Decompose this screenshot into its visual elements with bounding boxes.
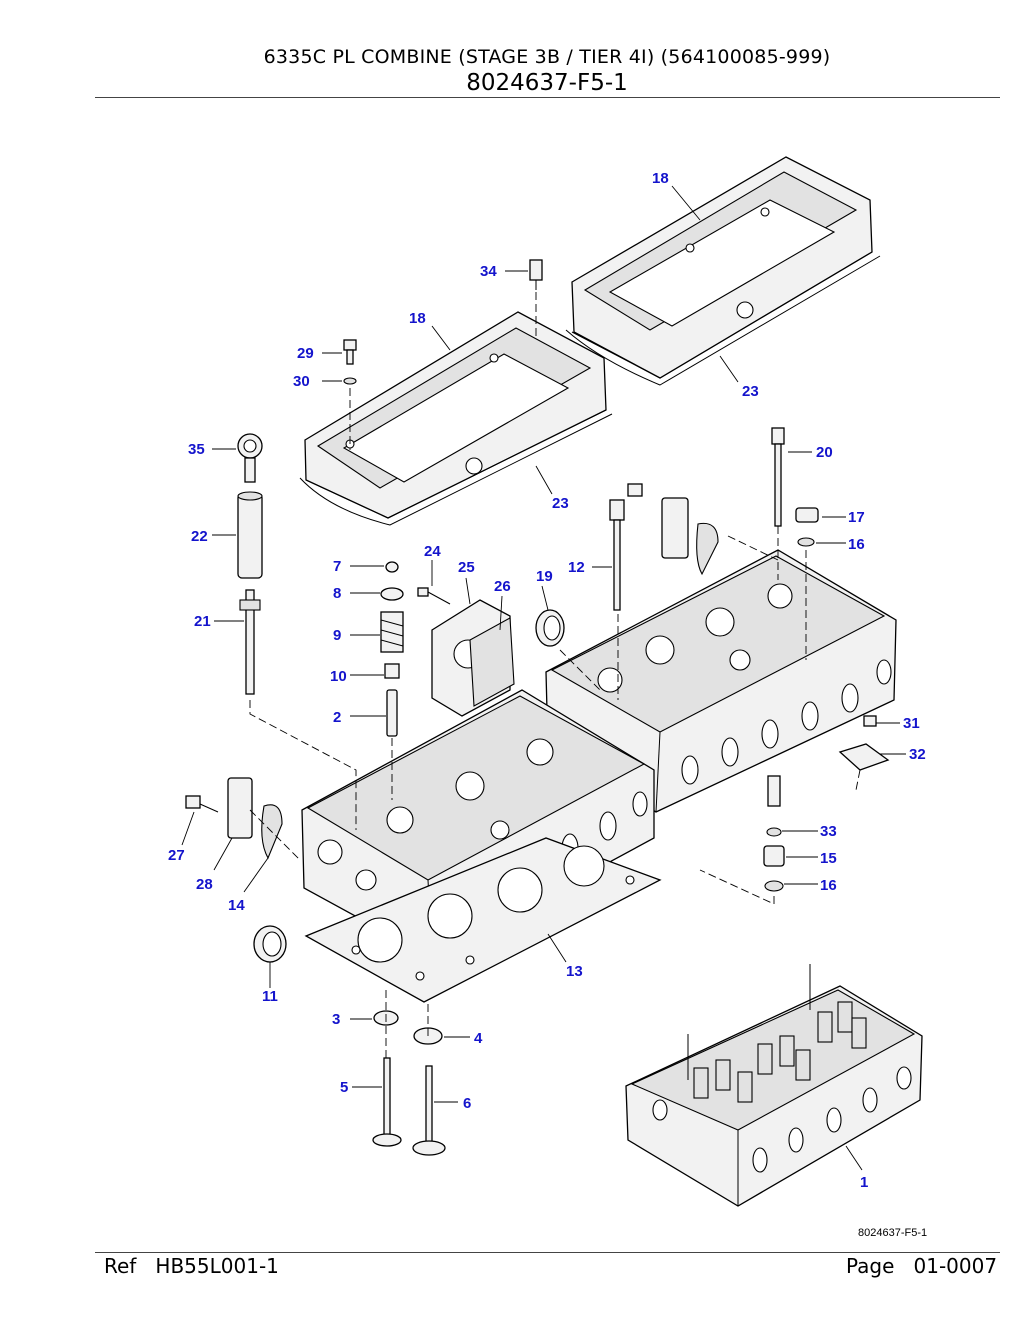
callout-11: 11 (262, 988, 278, 1005)
callout-26: 26 (494, 578, 511, 595)
cylinder-head-rear (545, 549, 897, 813)
callout-10: 10 (330, 668, 347, 685)
callout-17: 17 (848, 509, 865, 526)
callout-23: 23 (552, 495, 569, 512)
callout-19: 19 (536, 568, 553, 585)
valve-train-parts (380, 561, 404, 737)
stud-bolt (239, 589, 261, 695)
callout-4: 4 (474, 1030, 483, 1047)
page-value: 01-0007 (913, 1254, 998, 1278)
leader-lines (181, 185, 906, 1171)
callout-20: 20 (816, 444, 833, 461)
footer-rule (95, 1252, 1000, 1253)
exploded-parts-diagram: 18 34 18 29 30 23 23 35 20 17 16 22 7 24… (168, 156, 927, 1239)
callout-13: 13 (566, 963, 583, 980)
callout-15: 15 (820, 850, 837, 867)
callout-29: 29 (297, 345, 314, 362)
valve-cover-front (299, 311, 613, 526)
figure-number: 8024637-F5-1 (466, 70, 628, 96)
callout-35: 35 (188, 441, 205, 458)
callout-18: 18 (409, 310, 426, 327)
head-gasket (304, 837, 662, 1003)
callout-27: 27 (168, 847, 185, 864)
cylinder-head-front (301, 689, 655, 959)
callout-2: 2 (333, 709, 341, 726)
assembly-lines (249, 292, 861, 1058)
callout-25: 25 (458, 559, 475, 576)
stud-12 (609, 499, 625, 611)
bracket-27-28-14 (185, 777, 283, 860)
callout-32: 32 (909, 746, 926, 763)
valve-spring-stack (693, 1001, 867, 1103)
bolt-31-bracket-32 (838, 715, 890, 771)
callout-6: 6 (463, 1095, 471, 1112)
callout-7: 7 (333, 558, 341, 575)
thermostat-housing (431, 599, 515, 717)
page-title: 6335C PL COMBINE (STAGE 3B / TIER 4I) (5… (263, 46, 831, 68)
callout-33: 33 (820, 823, 837, 840)
callout-21: 21 (194, 613, 211, 630)
page-label: Page (846, 1254, 895, 1278)
plug (795, 507, 819, 547)
cap-screw-29 (343, 339, 357, 385)
ref-value: HB55L001-1 (155, 1254, 279, 1278)
callout-16: 16 (820, 877, 837, 894)
callout-9: 9 (333, 627, 341, 644)
eye-bolt (237, 433, 263, 483)
callout-8: 8 (333, 585, 341, 602)
figure-reference: 8024637-F5-1 (858, 1227, 927, 1239)
sensor-34 (529, 259, 543, 290)
callout-5: 5 (340, 1079, 348, 1096)
callout-30: 30 (293, 373, 310, 390)
sensor-33-15-16 (763, 775, 785, 892)
spacer-tube (237, 491, 263, 579)
callout-24: 24 (424, 543, 441, 560)
header-rule (95, 97, 1000, 98)
callout-28: 28 (196, 876, 213, 893)
callout-23: 23 (742, 383, 759, 400)
cylinder-head-assembly (625, 964, 923, 1207)
callout-31: 31 (903, 715, 920, 732)
bolt-24 (417, 587, 451, 605)
footer-ref: Ref HB55L001-1 (104, 1254, 279, 1278)
callout-12: 12 (568, 559, 585, 576)
callout-3: 3 (332, 1011, 340, 1028)
footer-page: Page 01-0007 (846, 1254, 997, 1278)
ref-label: Ref (104, 1254, 137, 1278)
callout-34: 34 (480, 263, 497, 280)
callout-14: 14 (228, 897, 245, 914)
seal-ring-19 (535, 609, 565, 647)
valve-cover-rear (565, 156, 881, 386)
valves-5-6 (372, 1057, 446, 1156)
callout-22: 22 (191, 528, 208, 545)
callout-16: 16 (848, 536, 865, 553)
long-bolt (771, 427, 785, 527)
valve-seals-3-4 (373, 1010, 443, 1045)
callout-18: 18 (652, 170, 669, 187)
callout-1: 1 (860, 1174, 868, 1191)
callout-labels: 18 34 18 29 30 23 23 35 20 17 16 22 7 24… (168, 170, 926, 1191)
bracket-plate-upper (627, 483, 719, 576)
seal-ring-11 (253, 925, 287, 963)
